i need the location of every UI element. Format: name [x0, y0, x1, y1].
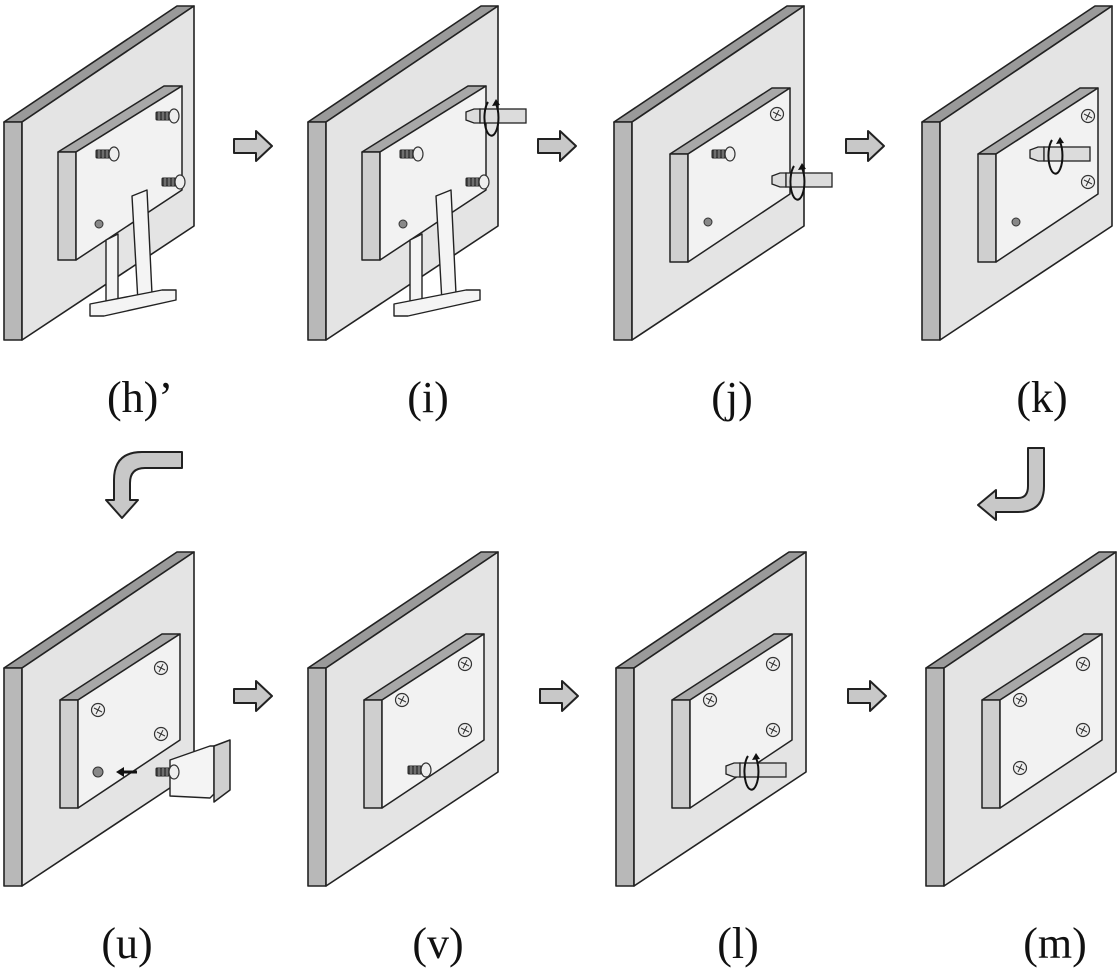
panel-label-h-prime: (h)’	[107, 373, 173, 422]
panel-v	[307, 551, 499, 887]
screw-icon	[1012, 692, 1028, 708]
screw-holder-icon	[169, 739, 231, 803]
panel-label-l: (l)	[717, 919, 759, 968]
screw-icon	[1012, 760, 1028, 776]
screw-icon	[90, 702, 106, 718]
screw-icon	[702, 692, 718, 708]
panel-label-m: (m)	[1023, 919, 1087, 968]
panel-m	[925, 551, 1117, 887]
bent-down-arrow-icon	[105, 451, 183, 519]
right-arrow-icon	[539, 680, 579, 712]
panel-label-u: (u)	[101, 919, 152, 968]
panel-label-k: (k)	[1016, 373, 1067, 422]
panel-i	[307, 5, 527, 341]
panel-h-prime	[3, 5, 195, 341]
screw-icon	[769, 106, 785, 122]
screw-icon	[1080, 174, 1096, 190]
panel-label-v: (v)	[412, 919, 463, 968]
screw-icon	[153, 660, 169, 676]
panel-k	[921, 5, 1113, 341]
panel-j	[613, 5, 833, 341]
stand-icon	[393, 189, 481, 317]
screw-icon	[457, 656, 473, 672]
screw-icon	[1075, 722, 1091, 738]
insert-arrow-icon	[116, 767, 137, 777]
right-arrow-icon	[233, 130, 273, 162]
screw-icon	[1075, 656, 1091, 672]
right-arrow-icon	[233, 680, 273, 712]
screw-icon	[394, 692, 410, 708]
panel-label-j: (j)	[711, 373, 753, 422]
screw-icon	[153, 726, 169, 742]
stand-icon	[89, 189, 177, 317]
panel-u	[3, 551, 231, 887]
mounting-plate	[57, 85, 183, 261]
panel-l	[615, 551, 807, 887]
screw-icon	[765, 656, 781, 672]
bent-down-left-arrow-icon	[977, 447, 1045, 521]
right-arrow-icon	[845, 130, 885, 162]
screw-icon	[457, 722, 473, 738]
panel-label-i: (i)	[407, 373, 449, 422]
right-arrow-icon	[847, 680, 887, 712]
right-arrow-icon	[537, 130, 577, 162]
screw-icon	[765, 722, 781, 738]
screw-icon	[1080, 108, 1096, 124]
